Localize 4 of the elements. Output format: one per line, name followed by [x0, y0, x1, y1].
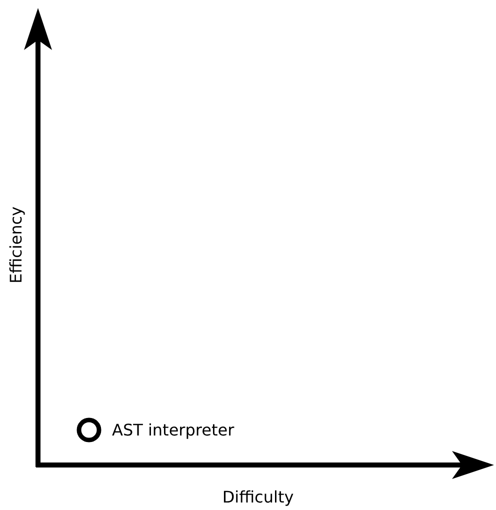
axis-label: Difficulty: [222, 488, 294, 506]
axis-label: Efficiency: [6, 206, 26, 284]
data-point: [76, 417, 102, 443]
point-label: AST interpreter: [112, 420, 234, 440]
